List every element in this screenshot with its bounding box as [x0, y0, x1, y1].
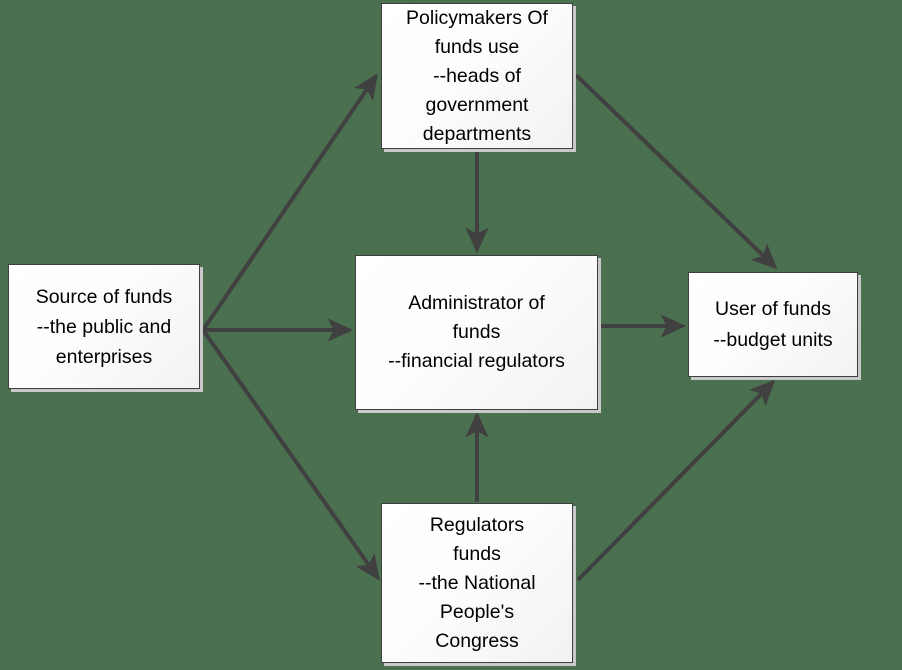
- edge-source-to-regulators: [201, 328, 380, 581]
- node-policymakers-of-funds-use[interactable]: Policymakers Of funds use --heads of gov…: [381, 3, 573, 149]
- node-policymakers-label: Policymakers Of funds use --heads of gov…: [406, 6, 548, 145]
- node-user-label: User of funds --budget units: [713, 297, 833, 351]
- node-administrator-of-funds[interactable]: Administrator of funds --financial regul…: [355, 255, 598, 410]
- node-regulators-funds[interactable]: Regulators funds --the National People's…: [381, 503, 573, 663]
- edge-regulators-to-user: [576, 379, 776, 582]
- edge-policymakers-to-user: [574, 73, 778, 270]
- node-source-label: Source of funds --the public and enterpr…: [35, 285, 173, 368]
- node-source-of-funds[interactable]: Source of funds --the public and enterpr…: [8, 264, 200, 389]
- node-user-of-funds[interactable]: User of funds --budget units: [688, 272, 858, 377]
- node-administrator-label: Administrator of funds --financial regul…: [388, 292, 565, 372]
- edge-source-to-policymakers: [201, 73, 378, 332]
- node-regulators-label: Regulators funds --the National People's…: [418, 513, 536, 652]
